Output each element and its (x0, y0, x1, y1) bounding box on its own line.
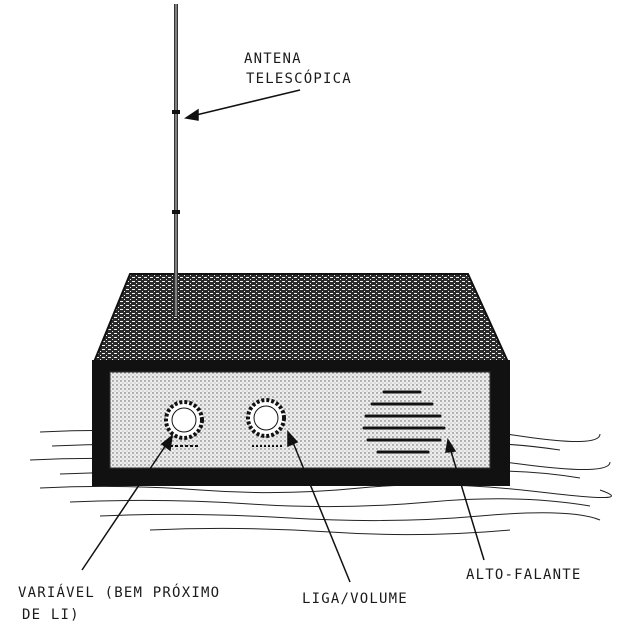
speaker-grille (362, 390, 446, 454)
label-antenna-line1: ANTENA (244, 51, 302, 67)
label-variable-line2: DE LI) (22, 607, 80, 623)
callout-arrows (81, 89, 485, 583)
label-antenna-line2: TELESCÓPICA (246, 71, 352, 87)
cabinet-top (92, 273, 510, 363)
label-speaker: ALTO-FALANTE (466, 567, 582, 583)
telescopic-antenna (172, 4, 180, 316)
label-variable-line1: VARIÁVEL (BEM PRÓXIMO (18, 585, 221, 601)
volume-knob (246, 398, 286, 447)
label-power-volume: LIGA/VOLUME (302, 591, 408, 607)
tuning-knob (164, 400, 204, 447)
